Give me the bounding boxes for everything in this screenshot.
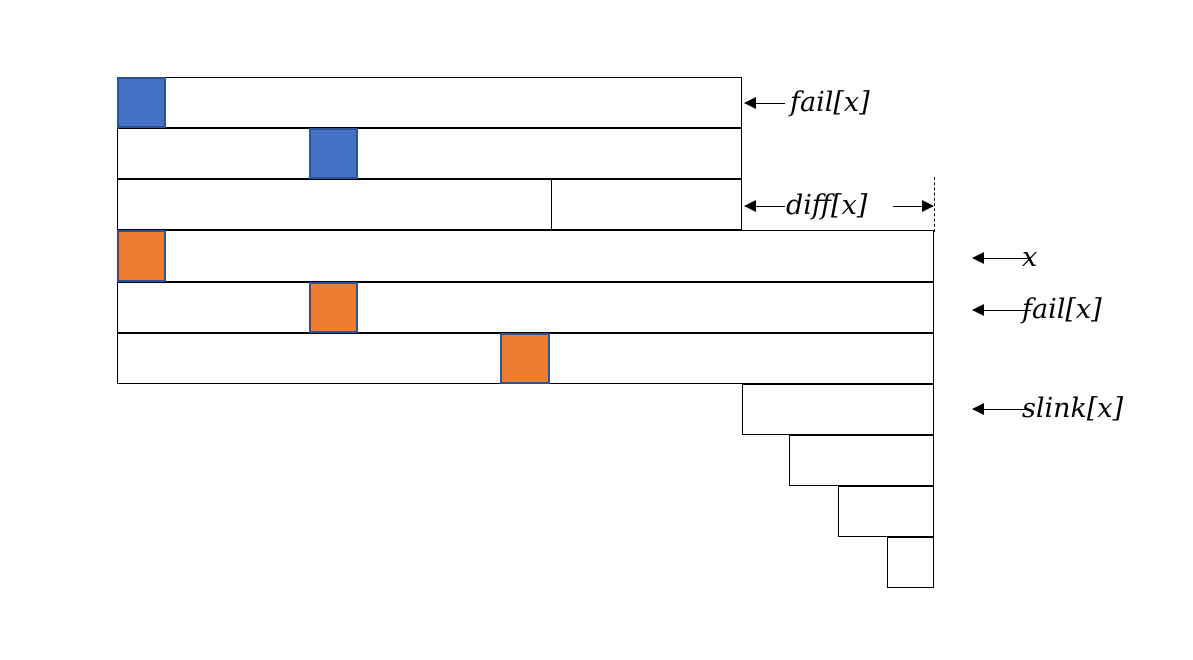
- highlight-block-blue-1: [117, 77, 166, 128]
- slink-arrow-shaft: [973, 409, 1031, 410]
- fail-top-arrow-shaft: [745, 103, 785, 104]
- bar-row-7: [742, 384, 934, 435]
- bar-row-5: [117, 282, 934, 333]
- diff-right-arrow-shaft: [893, 206, 933, 207]
- fail-bottom-arrow-shaft: [973, 310, 1031, 311]
- x-arrow-head-icon: [972, 252, 984, 264]
- bar-row-3: [117, 179, 742, 230]
- diff-right-arrow-head-icon: [922, 200, 934, 212]
- slink-arrow-head-icon: [972, 403, 984, 415]
- row-3-internal-divider: [551, 179, 552, 230]
- highlight-block-blue-2: [309, 128, 358, 179]
- label-bottom-fail: fail[x]: [1022, 294, 1102, 325]
- highlight-block-orange-2: [309, 282, 358, 333]
- bar-row-1: [117, 77, 742, 128]
- diff-left-arrow-shaft: [745, 206, 785, 207]
- diff-right-guide: [934, 177, 935, 232]
- highlight-block-orange-3: [500, 333, 550, 384]
- bar-row-8: [789, 435, 934, 486]
- diff-left-arrow-head-icon: [744, 200, 756, 212]
- bar-row-10: [887, 537, 934, 588]
- fail-bottom-arrow-head-icon: [972, 304, 984, 316]
- label-x: x: [1022, 242, 1038, 273]
- label-top-fail: fail[x]: [790, 87, 870, 118]
- label-slink: slink[x]: [1022, 393, 1124, 424]
- bar-row-9: [838, 486, 934, 537]
- fail-top-arrow-head-icon: [744, 97, 756, 109]
- bar-row-2: [117, 128, 742, 179]
- label-diff: diff[x]: [786, 190, 868, 221]
- bar-row-4: [117, 230, 934, 282]
- highlight-block-orange-1: [117, 230, 166, 282]
- x-arrow-shaft: [973, 258, 1031, 259]
